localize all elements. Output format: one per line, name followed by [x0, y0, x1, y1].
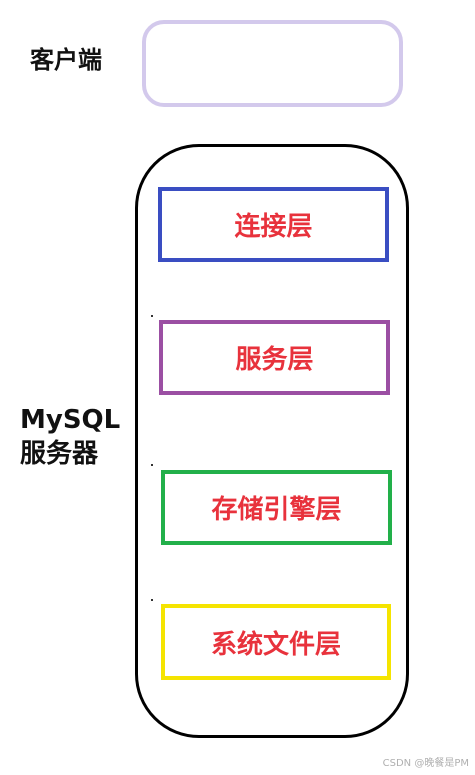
decorative-dot	[151, 599, 153, 601]
connection-layer-label: 连接层	[234, 212, 313, 242]
mysql-server-container	[135, 144, 409, 738]
watermark: CSDN @晚餐是PM	[382, 758, 469, 769]
mysql-server-label: MySQL 服务器	[20, 405, 121, 469]
system-file-layer-box: 系统文件层	[161, 604, 391, 680]
decorative-dot	[151, 315, 153, 317]
decorative-dot	[151, 464, 153, 466]
service-layer-label: 服务层	[235, 345, 314, 375]
storage-engine-layer-box: 存储引擎层	[161, 470, 392, 545]
system-file-layer-label: 系统文件层	[210, 629, 341, 660]
connection-layer-box: 连接层	[158, 187, 389, 262]
storage-engine-layer-label: 存储引擎层	[211, 495, 342, 525]
client-label: 客户端	[30, 46, 102, 74]
client-box	[142, 20, 403, 107]
service-layer-box: 服务层	[159, 320, 390, 395]
